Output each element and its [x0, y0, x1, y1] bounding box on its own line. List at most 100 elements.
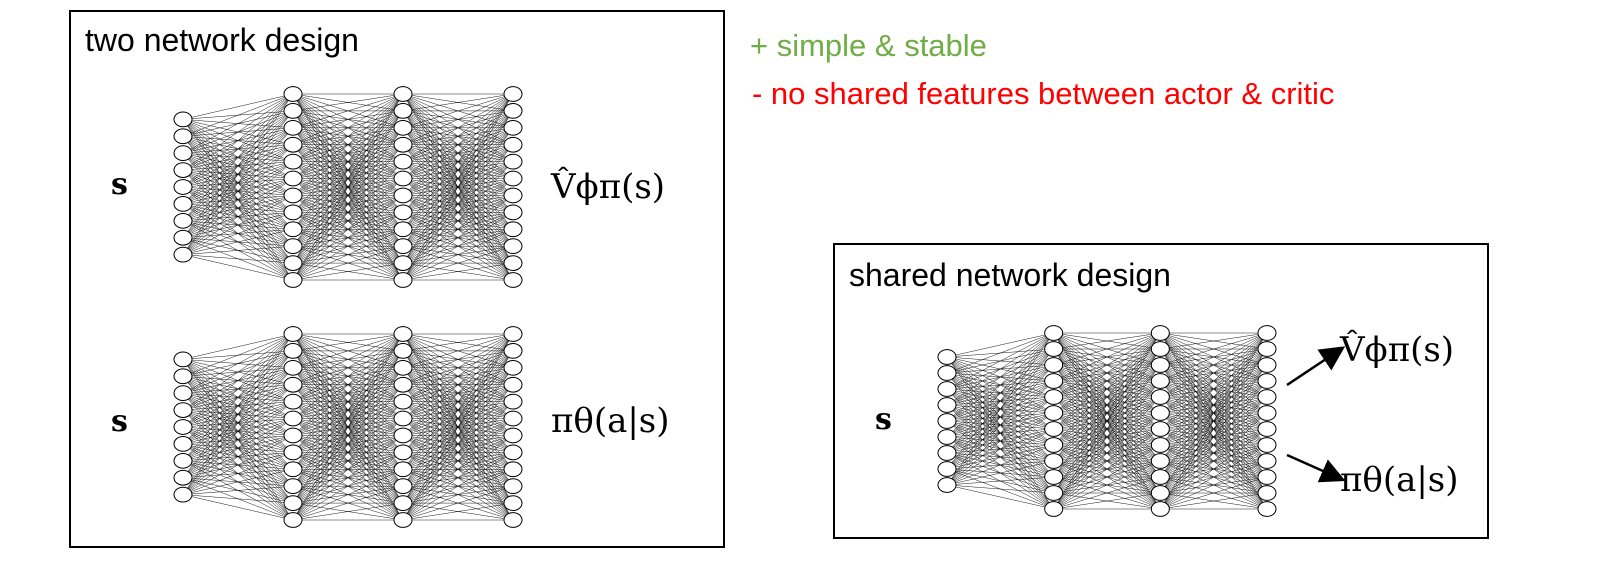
- neuron-node: [1257, 389, 1277, 405]
- neuron-node: [283, 119, 303, 136]
- connection-line: [946, 332, 1054, 358]
- connection-line: [182, 350, 294, 495]
- connection-line: [182, 333, 294, 461]
- neuron-node: [393, 272, 413, 288]
- connection-line: [402, 93, 514, 230]
- connection-line: [182, 229, 294, 255]
- connection-line: [946, 332, 1054, 406]
- connection-line: [1160, 332, 1268, 366]
- connection-line: [402, 93, 514, 264]
- connection-line: [292, 93, 404, 213]
- neuron-node: [283, 410, 303, 427]
- neuron-node: [1257, 469, 1277, 485]
- connection-line: [1160, 428, 1268, 510]
- neuron-node: [283, 153, 303, 170]
- connection-line: [292, 333, 404, 453]
- neuron-node: [503, 410, 523, 427]
- neuron-node: [283, 427, 303, 444]
- neuron-node: [503, 170, 523, 187]
- neuron-node: [173, 452, 193, 469]
- neuron-node: [1150, 437, 1170, 453]
- connection-line: [402, 418, 514, 521]
- neuron-node: [283, 86, 303, 102]
- connection-line: [292, 367, 404, 521]
- neuron-node: [1044, 357, 1064, 373]
- connection-line: [1053, 428, 1161, 510]
- neuron-node: [393, 410, 413, 427]
- neuron-node: [937, 381, 957, 397]
- neuron-node: [173, 128, 193, 145]
- connection-line: [182, 418, 294, 495]
- connection-line: [182, 494, 294, 504]
- neuron-node: [503, 221, 523, 238]
- neuron-node: [393, 376, 413, 393]
- connection-line: [1160, 396, 1268, 510]
- connection-line: [402, 144, 514, 281]
- neuron-node: [937, 365, 957, 381]
- connection-line: [292, 384, 404, 521]
- neuron-node: [173, 469, 193, 486]
- connection-line: [292, 93, 404, 129]
- neuron-node: [173, 419, 193, 435]
- neuron-node: [1150, 501, 1170, 517]
- neuron-node: [1257, 373, 1277, 389]
- connection-line: [946, 484, 1054, 510]
- connection-line: [402, 333, 514, 436]
- connection-line: [402, 502, 514, 521]
- neuron-node: [503, 204, 523, 221]
- connection-line: [1053, 332, 1161, 382]
- actor-output-label: πθ(a|s): [551, 404, 670, 438]
- connection-line: [292, 144, 404, 281]
- connection-line: [1160, 332, 1268, 462]
- neuron-node: [503, 512, 523, 528]
- neuron-node: [393, 255, 413, 271]
- connection-line: [946, 380, 1054, 486]
- neuron-node: [283, 495, 303, 511]
- connection-line: [182, 127, 294, 255]
- connection-line: [292, 333, 404, 504]
- neuron-node: [1044, 437, 1064, 453]
- connection-line: [1053, 332, 1161, 366]
- neuron-node: [937, 429, 957, 445]
- connection-line: [182, 401, 294, 495]
- connection-line: [292, 333, 404, 369]
- connection-line: [1053, 332, 1161, 430]
- shared-input-label: s: [875, 402, 892, 437]
- connection-line: [182, 93, 294, 154]
- connection-line: [402, 93, 514, 281]
- connection-line: [292, 93, 404, 162]
- connection-line: [292, 229, 404, 281]
- connection-line: [182, 367, 294, 495]
- connection-line: [402, 333, 514, 402]
- connection-line: [402, 333, 514, 521]
- neuron-node: [937, 397, 957, 413]
- neuron-node: [393, 136, 413, 153]
- connection-line: [182, 93, 294, 255]
- connection-line: [292, 93, 404, 196]
- connection-line: [946, 332, 1054, 390]
- connection-line: [182, 245, 294, 255]
- neuron-node: [1257, 405, 1277, 421]
- connection-line: [1160, 460, 1268, 510]
- connection-line: [292, 401, 404, 521]
- connection-line: [182, 333, 294, 445]
- shared-policy-output-text: πθ(a|s): [1340, 460, 1459, 500]
- connection-line: [182, 469, 294, 495]
- connection-line: [402, 93, 514, 129]
- connection-line: [402, 229, 514, 281]
- actor-network: [173, 326, 523, 528]
- neuron-node: [173, 351, 193, 368]
- connection-line: [1160, 476, 1268, 510]
- neuron-node: [283, 444, 303, 461]
- connection-line: [292, 161, 404, 281]
- neuron-node: [393, 221, 413, 238]
- connection-line: [292, 93, 404, 247]
- connection-line: [946, 332, 1054, 470]
- connection-line: [182, 333, 294, 495]
- critic-output-text: V̂ϕπ(s): [551, 167, 666, 207]
- connection-line: [1160, 364, 1268, 510]
- neuron-node: [173, 212, 193, 229]
- connection-line: [402, 212, 514, 281]
- connection-line: [292, 333, 404, 402]
- connection-line: [182, 195, 294, 255]
